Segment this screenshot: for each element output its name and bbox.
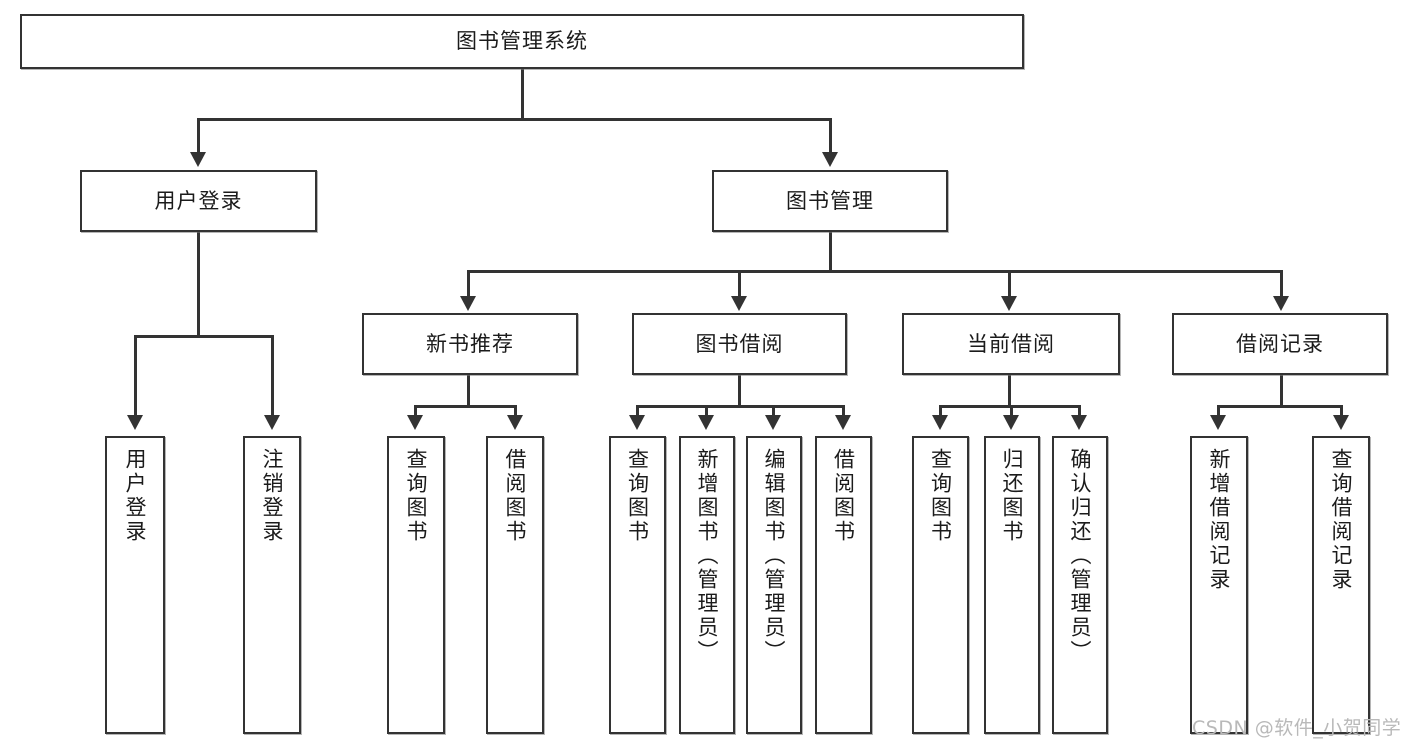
connector-bb-to-leaf-3	[772, 405, 775, 417]
connector-bm-to-book-borrow	[738, 270, 741, 298]
node-label: 编辑图书（管理员）	[762, 448, 787, 664]
connector-bm-to-current-borrow	[1008, 270, 1011, 298]
connector-new-book-rec-stem	[467, 375, 470, 405]
arrow-nbr-to-leaf-2	[507, 415, 523, 430]
arrow-cb-to-leaf-1	[932, 415, 948, 430]
arrow-bb-to-leaf-4	[835, 415, 851, 430]
connector-current-borrow-stem	[1008, 375, 1011, 405]
connector-bm-to-new-book-rec	[467, 270, 470, 298]
arrow-root-to-user-login	[190, 152, 206, 167]
connector-borrow-record-bus	[1217, 405, 1342, 408]
connector-root-bus	[197, 118, 832, 121]
connector-root-to-book-manage	[829, 118, 832, 154]
node-root-system[interactable]: 图书管理系统	[20, 14, 1024, 69]
arrow-bm-to-current-borrow	[1001, 296, 1017, 311]
connector-cb-to-leaf-3	[1078, 405, 1081, 417]
node-label: 新增借阅记录	[1207, 448, 1232, 592]
node-label: 确认归还（管理员）	[1068, 448, 1093, 664]
connector-user-login-bus	[134, 335, 273, 338]
node-label: 查询借阅记录	[1329, 448, 1354, 592]
connector-user-login-stem	[197, 232, 200, 335]
node-label: 用户登录	[154, 188, 243, 213]
node-leaf-borrow-book-rec[interactable]: 借阅图书	[486, 436, 544, 734]
connector-nbr-to-leaf-2	[514, 405, 517, 417]
node-label: 当前借阅	[967, 331, 1055, 356]
connector-bm-to-borrow-record	[1280, 270, 1283, 298]
node-new-book-recommend[interactable]: 新书推荐	[362, 313, 578, 375]
connector-br-to-leaf-2	[1340, 405, 1343, 417]
node-label: 借阅图书	[831, 448, 856, 544]
node-leaf-user-logout[interactable]: 注销登录	[243, 436, 301, 734]
arrow-bb-to-leaf-3	[765, 415, 781, 430]
connector-root-to-user-login	[197, 118, 200, 154]
node-current-borrow[interactable]: 当前借阅	[902, 313, 1120, 375]
node-leaf-query-book-rec[interactable]: 查询图书	[387, 436, 445, 734]
node-label: 查询图书	[625, 448, 650, 544]
node-borrow-record[interactable]: 借阅记录	[1172, 313, 1388, 375]
node-label: 图书管理系统	[456, 29, 588, 54]
node-label: 注销登录	[260, 448, 285, 544]
arrow-bb-to-leaf-2	[698, 415, 714, 430]
arrow-root-to-book-manage	[822, 152, 838, 167]
connector-nbr-to-leaf-1	[414, 405, 417, 417]
node-leaf-edit-book-admin[interactable]: 编辑图书（管理员）	[746, 436, 802, 734]
connector-new-book-rec-bus	[414, 405, 516, 408]
connector-bb-to-leaf-1	[636, 405, 639, 417]
node-book-manage[interactable]: 图书管理	[712, 170, 948, 232]
node-leaf-confirm-return-admin[interactable]: 确认归还（管理员）	[1052, 436, 1108, 734]
node-label: 借阅图书	[503, 448, 528, 544]
node-leaf-query-book-current[interactable]: 查询图书	[912, 436, 969, 734]
arrow-bm-to-book-borrow	[731, 296, 747, 311]
arrow-cb-to-leaf-3	[1071, 415, 1087, 430]
node-leaf-query-borrow-record[interactable]: 查询借阅记录	[1312, 436, 1370, 734]
arrow-ul-to-leaf-2	[264, 415, 280, 430]
connector-book-borrow-stem	[738, 375, 741, 405]
connector-bb-to-leaf-2	[705, 405, 708, 417]
connector-br-to-leaf-1	[1217, 405, 1220, 417]
arrow-br-to-leaf-1	[1210, 415, 1226, 430]
arrow-br-to-leaf-2	[1333, 415, 1349, 430]
arrow-bm-to-borrow-record	[1273, 296, 1289, 311]
node-label: 归还图书	[1000, 448, 1025, 544]
connector-bb-to-leaf-4	[842, 405, 845, 417]
node-leaf-add-borrow-record[interactable]: 新增借阅记录	[1190, 436, 1248, 734]
node-user-login[interactable]: 用户登录	[80, 170, 317, 232]
node-label: 查询图书	[404, 448, 429, 544]
connector-ul-to-leaf-1	[134, 335, 137, 417]
arrow-ul-to-leaf-1	[127, 415, 143, 430]
node-label: 新书推荐	[426, 331, 514, 356]
connector-borrow-record-stem	[1280, 375, 1283, 405]
arrow-nbr-to-leaf-1	[407, 415, 423, 430]
node-label: 查询图书	[928, 448, 953, 544]
node-leaf-query-book-borrow[interactable]: 查询图书	[609, 436, 666, 734]
node-label: 图书借阅	[695, 331, 784, 356]
node-book-borrow[interactable]: 图书借阅	[632, 313, 847, 375]
node-label: 图书管理	[786, 188, 874, 213]
connector-book-manage-bus	[467, 270, 1283, 273]
connector-book-borrow-bus	[636, 405, 845, 408]
node-label: 用户登录	[123, 448, 148, 544]
arrow-cb-to-leaf-2	[1003, 415, 1019, 430]
connector-ul-to-leaf-2	[271, 335, 274, 417]
connector-cb-to-leaf-1	[939, 405, 942, 417]
node-leaf-return-book[interactable]: 归还图书	[984, 436, 1040, 734]
node-leaf-add-book-admin[interactable]: 新增图书（管理员）	[679, 436, 735, 734]
arrow-bb-to-leaf-1	[629, 415, 645, 430]
node-leaf-user-login[interactable]: 用户登录	[105, 436, 165, 734]
node-leaf-borrow-book[interactable]: 借阅图书	[815, 436, 872, 734]
connector-book-manage-stem	[829, 232, 832, 270]
arrow-bm-to-new-book-rec	[460, 296, 476, 311]
node-label: 借阅记录	[1236, 331, 1324, 356]
connector-root-stem	[521, 69, 524, 118]
connector-cb-to-leaf-2	[1010, 405, 1013, 417]
node-label: 新增图书（管理员）	[695, 448, 720, 664]
